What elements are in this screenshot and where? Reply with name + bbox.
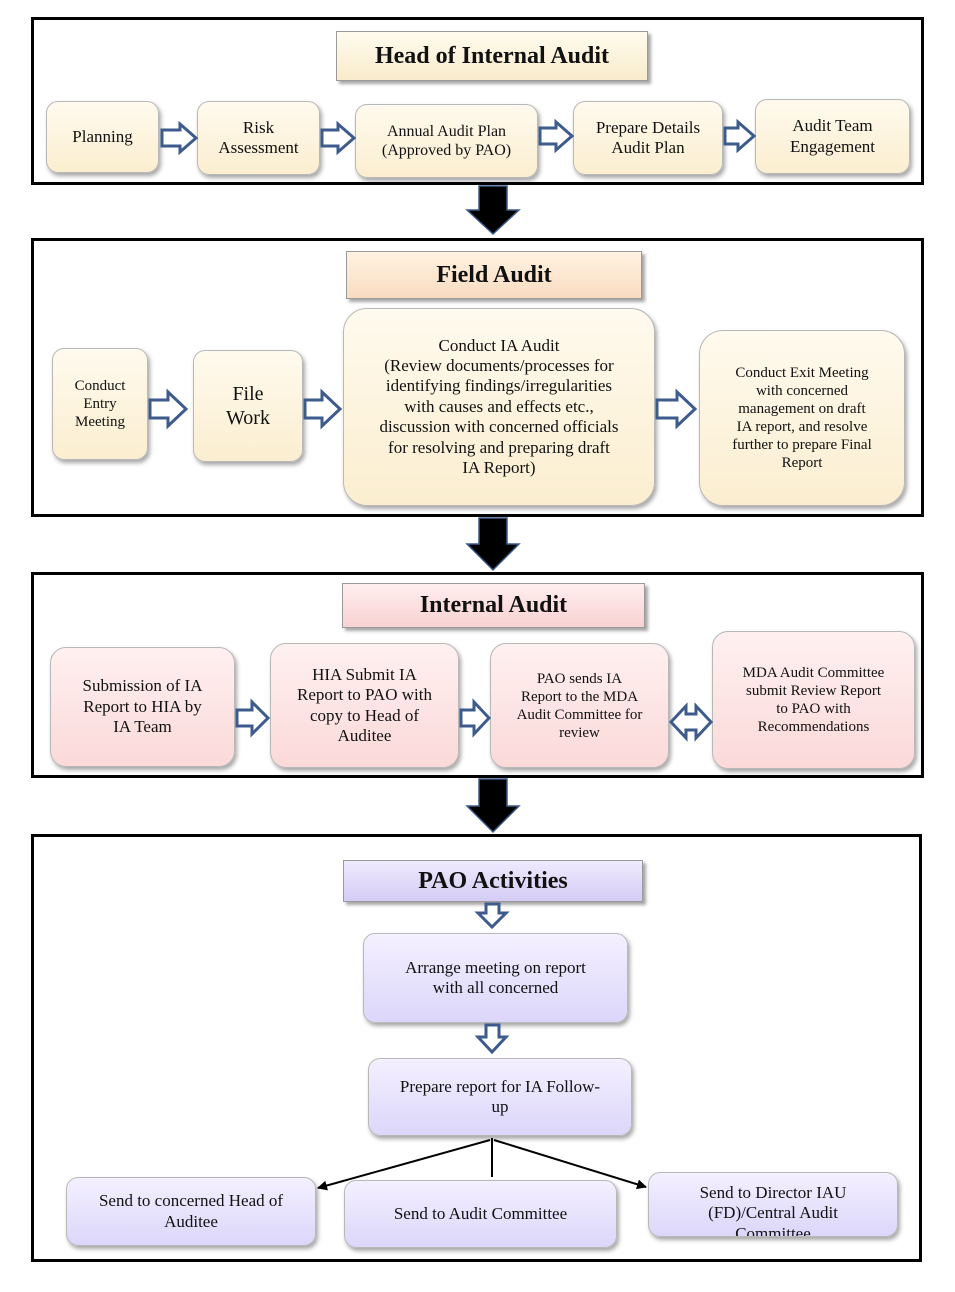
section-arrow-3-4	[465, 778, 521, 834]
box-planning: Planning	[46, 101, 159, 173]
box-send-to-head-of-auditee: Send to concerned Head of Auditee	[66, 1177, 316, 1246]
box-prepare-report-ia-follow-up: Prepare report for IA Follow- up	[368, 1058, 632, 1136]
box-file-work: File Work	[193, 350, 303, 462]
box-conduct-ia-audit: Conduct IA Audit (Review documents/proce…	[343, 308, 655, 506]
section-arrow-1-2	[465, 185, 521, 236]
box-conduct-entry-meeting: Conduct Entry Meeting	[52, 348, 148, 460]
box-conduct-exit-meeting: Conduct Exit Meeting with concerned mana…	[699, 330, 905, 506]
section-title-internal-audit: Internal Audit	[342, 583, 645, 628]
section-arrow-2-3	[465, 517, 521, 572]
section-title-field-audit: Field Audit	[346, 251, 642, 299]
box-prepare-details-audit-plan: Prepare Details Audit Plan	[573, 101, 723, 175]
box-hia-submit-ia-report: HIA Submit IA Report to PAO with copy to…	[270, 643, 459, 768]
box-mda-audit-committee: MDA Audit Committee submit Review Report…	[712, 631, 915, 769]
box-send-to-audit-committee: Send to Audit Committee	[344, 1180, 617, 1248]
box-audit-team-engagement: Audit Team Engagement	[755, 99, 910, 174]
box-annual-audit-plan: Annual Audit Plan (Approved by PAO)	[355, 104, 538, 178]
box-risk-assessment: Risk Assessment	[197, 101, 320, 175]
box-arrange-meeting: Arrange meeting on report with all conce…	[363, 933, 628, 1023]
section-title-head-of-internal-audit: Head of Internal Audit	[336, 31, 648, 81]
box-submission-of-ia-report: Submission of IA Report to HIA by IA Tea…	[50, 647, 235, 767]
box-pao-sends-ia-report: PAO sends IA Report to the MDA Audit Com…	[490, 643, 669, 768]
box-send-to-director-iau: Send to Director IAU (FD)/Central Audit …	[648, 1172, 898, 1237]
section-title-pao-activities: PAO Activities	[343, 860, 643, 902]
